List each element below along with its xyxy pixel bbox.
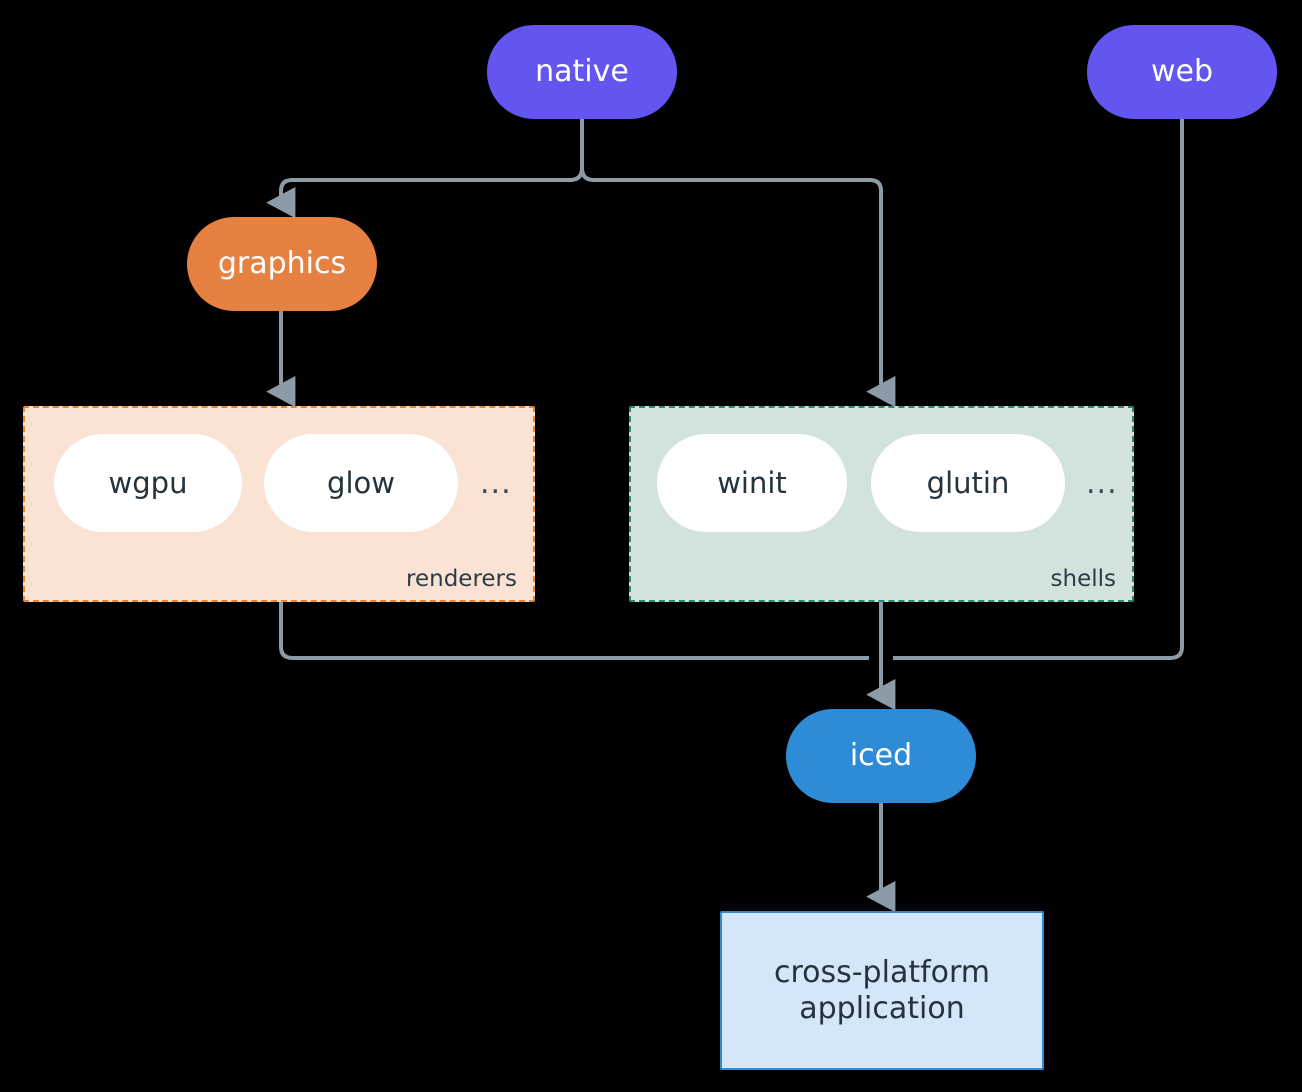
edge-renderers-to-iced [279,602,869,660]
cluster-renderers-label: renderers [406,566,517,592]
edge-native-to-graphics [266,167,584,219]
node-cross-platform-application[interactable]: cross-platform application [720,911,1044,1070]
node-glutin[interactable]: glutin [871,434,1065,532]
node-glutin-label: glutin [926,466,1010,500]
node-winit[interactable]: winit [657,434,847,532]
node-wgpu-label: wgpu [108,466,188,500]
node-native-label: native [535,54,629,90]
node-graphics[interactable]: graphics [187,217,377,311]
node-native[interactable]: native [487,25,677,119]
cluster-shells: winit glutin ... shells [629,406,1134,602]
node-iced[interactable]: iced [786,709,976,803]
node-glow-label: glow [327,466,395,500]
edge-native-to-shells [580,167,896,408]
node-application-label: cross-platform application [773,955,991,1026]
node-graphics-label: graphics [217,246,347,282]
shells-overflow-ellipsis: ... [1086,466,1118,501]
cluster-renderers: wgpu glow ... renderers [23,406,535,602]
node-wgpu[interactable]: wgpu [54,434,242,532]
node-glow[interactable]: glow [264,434,458,532]
node-winit-label: winit [717,466,787,500]
renderers-overflow-ellipsis: ... [480,466,512,501]
node-web-label: web [1150,54,1214,90]
node-web[interactable]: web [1087,25,1277,119]
cluster-shells-label: shells [1050,566,1116,592]
node-iced-label: iced [849,738,913,774]
